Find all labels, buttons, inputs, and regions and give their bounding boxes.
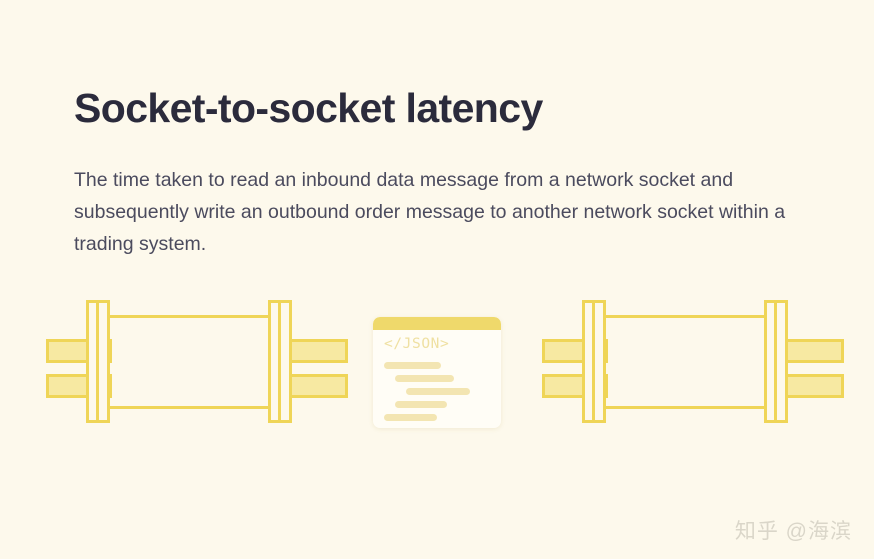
socket-post-right [764, 300, 788, 423]
json-content-line [384, 414, 437, 421]
json-content-line [395, 401, 447, 408]
json-content-lines [373, 362, 501, 427]
json-content-line [395, 375, 454, 382]
json-code-label: </JSON> [384, 336, 450, 352]
socket-post-right [268, 300, 292, 423]
socket-post-left [86, 300, 110, 423]
json-content-line [406, 388, 470, 395]
socket-post-left [582, 300, 606, 423]
json-content-line [384, 362, 441, 369]
socket-prong-inner-bottom [282, 374, 348, 398]
json-card-titlebar [373, 317, 501, 330]
page-description: The time taken to read an inbound data m… [74, 168, 786, 255]
watermark: 知乎 @海滨 [734, 520, 852, 543]
json-message-card: </JSON> [373, 317, 501, 428]
destination-socket-graphic [542, 300, 844, 450]
socket-diagram: </JSON> [0, 300, 874, 455]
page-title: Socket-to-socket latency [74, 85, 543, 132]
socket-prong-inner-bottom [778, 374, 844, 398]
socket-body [592, 315, 778, 409]
socket-body [96, 315, 282, 409]
source-socket-graphic [46, 300, 348, 450]
